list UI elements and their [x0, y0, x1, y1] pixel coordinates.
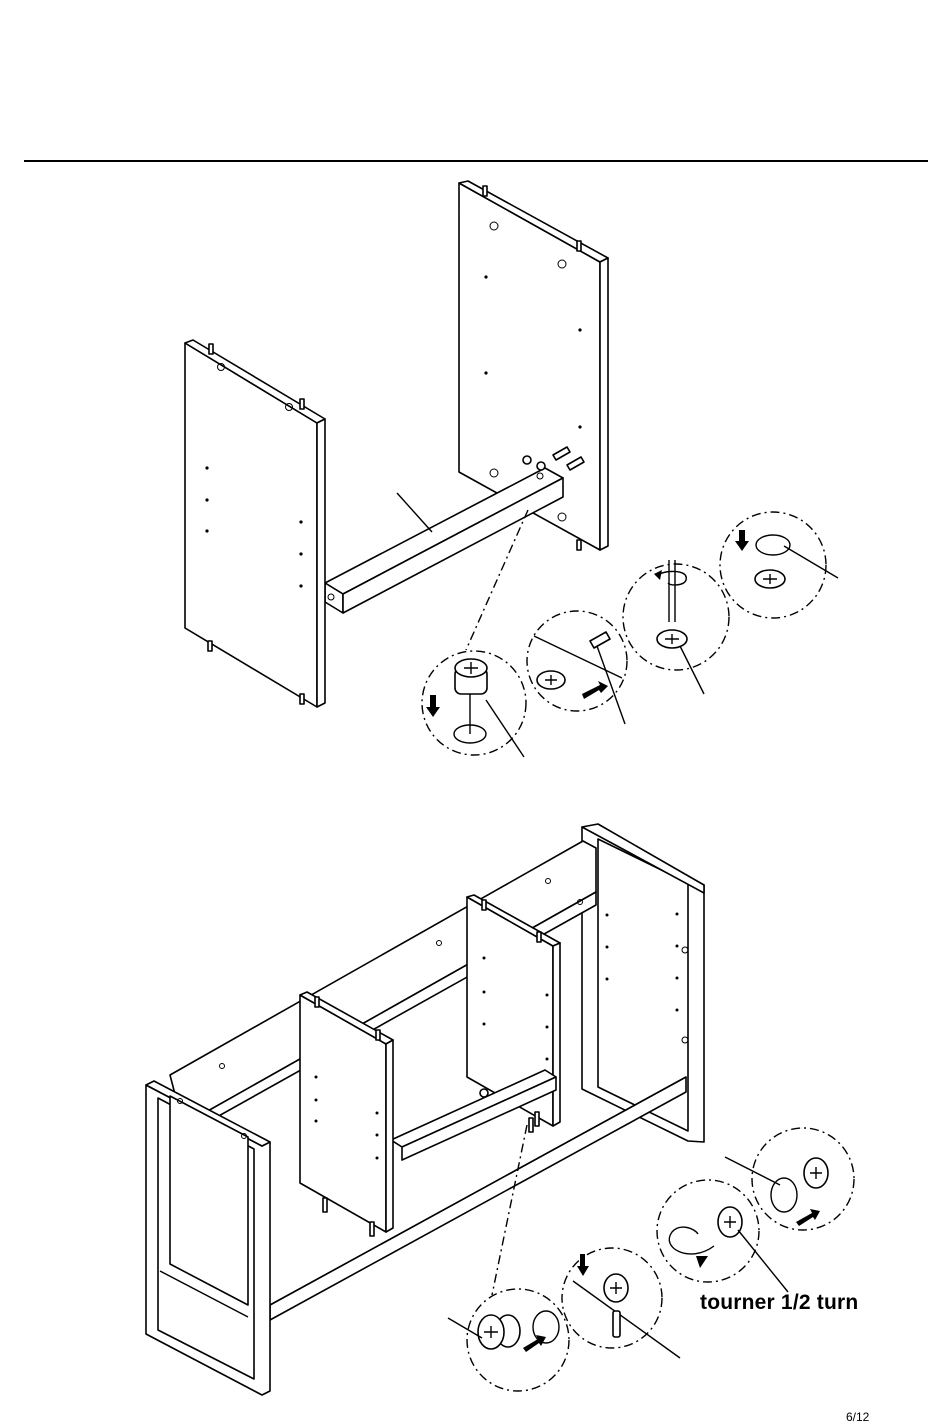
divider-panel-left [300, 992, 393, 1236]
callout-dowel [527, 611, 627, 724]
callout-cam-lock [422, 651, 526, 757]
turn-instruction-label: tourner 1/2 turn [700, 1291, 858, 1315]
step-top-diagram [185, 181, 838, 757]
callout-cam-side [448, 1289, 569, 1391]
end-frame-right [582, 824, 704, 1142]
callout-dowel-bottom [562, 1248, 680, 1358]
callout-hole-bottom [725, 1128, 854, 1230]
page-number: 6/12 [846, 1410, 869, 1424]
side-panel-left [185, 340, 325, 707]
stretcher-rail [325, 456, 563, 613]
divider-rail [391, 1070, 556, 1160]
callout-hole-align [720, 512, 838, 618]
callout-turn-half [657, 1180, 788, 1292]
end-frame-left [146, 1081, 270, 1395]
leader-bottom-cam [492, 1125, 527, 1295]
callout-screwdriver [623, 560, 729, 694]
